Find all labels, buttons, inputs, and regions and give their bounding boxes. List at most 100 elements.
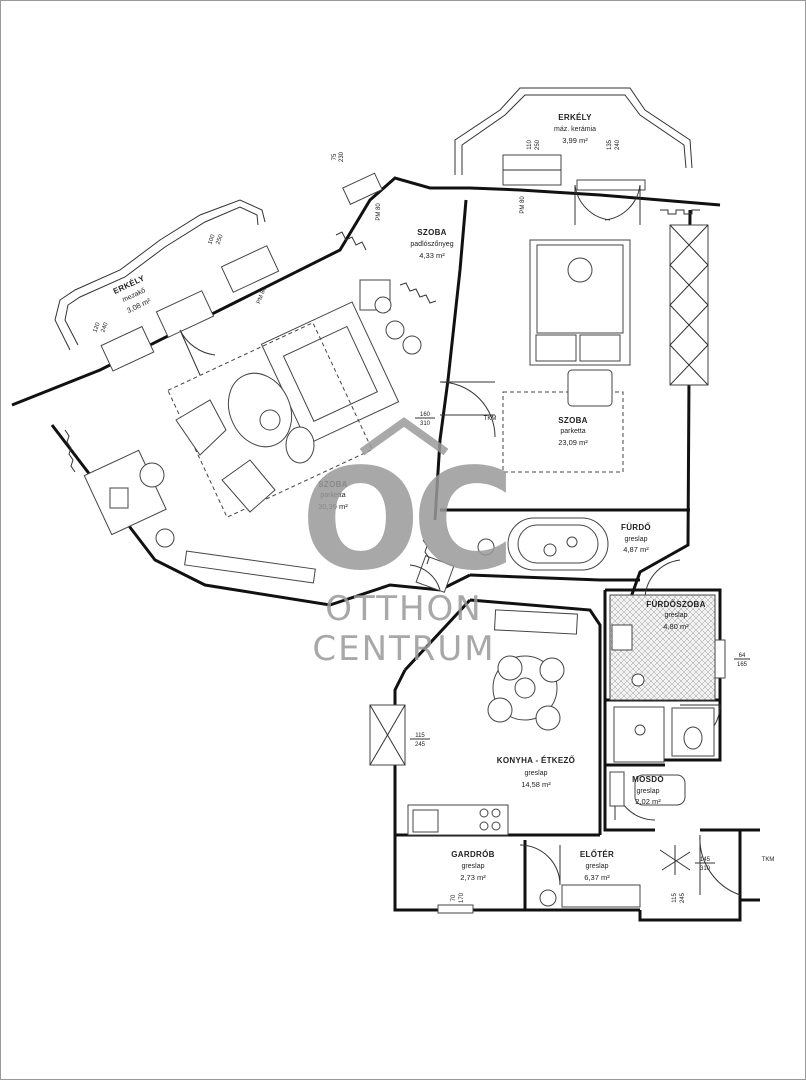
double-bed (529, 239, 631, 366)
tv-console (184, 550, 316, 584)
room-material: greslap (637, 788, 660, 795)
dim-label: 310 (420, 421, 431, 427)
watermark-line2: CENTRUM (312, 629, 495, 669)
room-eloter: ELŐTÉR greslap 6,37 m² (580, 850, 614, 882)
room-szoba-living: SZOBA parketta 30,39 m² (318, 480, 348, 511)
room-szoba-bed: SZOBA parketta 23,09 m² (558, 416, 588, 447)
room-area: 4,87 m² (623, 545, 649, 554)
dim-label: 75 (332, 153, 338, 160)
shower-drain (611, 624, 633, 651)
dim-label: 250 (535, 139, 541, 150)
ceiling-light (659, 845, 691, 875)
desk-chair (139, 462, 165, 488)
dim-label: PM 80 (520, 196, 526, 214)
room-area: 2,73 m² (460, 873, 486, 882)
dim-label: 165 (737, 662, 748, 668)
room-name: FÜRDŐ (621, 523, 651, 532)
room-area: 3,99 m² (562, 136, 588, 145)
room-material: greslap (665, 612, 688, 619)
room-area: 30,39 m² (318, 502, 348, 511)
room-name: SZOBA (417, 228, 447, 237)
desk-laptop (109, 487, 129, 509)
shower-head (634, 724, 646, 736)
bath-sink (631, 673, 645, 687)
watermark-logo: OC (301, 439, 507, 602)
dining-set (487, 655, 565, 731)
dim-label: 135 (607, 139, 613, 150)
balcony-left-outline (54, 199, 266, 351)
bedroom-wardrobe (669, 224, 709, 386)
dim-label: 240 (615, 139, 621, 150)
armchair-1 (175, 399, 227, 456)
dim-label: 120 (93, 321, 102, 333)
room-name: ERKÉLY (558, 113, 592, 122)
hall-plant (539, 889, 557, 907)
kitchen-counter-top (494, 609, 578, 635)
coffee-table-decor (259, 409, 281, 431)
mosdo-counter (609, 771, 625, 807)
dim-label: 70 (451, 894, 457, 901)
living-sofa (260, 301, 400, 445)
room-name: SZOBA (558, 416, 588, 425)
room-name: GARDRÓB (451, 850, 494, 859)
dim-label: 115 (415, 733, 425, 739)
dim-label: 64 (739, 653, 746, 659)
room-area: 23,09 m² (558, 438, 588, 447)
room-name: ELŐTÉR (580, 850, 614, 859)
dim-label: 145 (700, 857, 711, 863)
dim-label: 240 (101, 321, 110, 333)
room-name: SZOBA (318, 480, 348, 489)
room-mosdo: MOSDÓ greslap 2,02 m² (632, 775, 664, 806)
dim-label: 170 (459, 892, 465, 903)
room-konyha: KONYHA - ÉTKEZŐ greslap 14,58 m² (497, 756, 575, 789)
dim-label: 115 (672, 893, 678, 903)
bath-plant (477, 538, 495, 556)
watermark-line1: OTTHON (325, 589, 482, 629)
rug-living (167, 322, 373, 518)
dim-label: 160 (420, 412, 431, 418)
bedroom-bench (567, 369, 613, 407)
room-gardrob: GARDRÓB greslap 2,73 m² (451, 850, 494, 882)
room-material: parketta (320, 492, 345, 499)
bathtub (507, 517, 609, 571)
room-area: 4,33 m² (419, 251, 445, 260)
dim-label: 100 (208, 233, 217, 245)
room-material: padlószőnyeg (410, 241, 453, 248)
rug-bedroom (502, 391, 624, 473)
wc-bowl (683, 726, 703, 750)
radiators (64, 209, 700, 565)
dim-label: 245 (680, 892, 686, 903)
dim-label: 245 (415, 742, 426, 748)
dim-label: 110 (527, 140, 533, 150)
room-material: máz. kerámia (554, 126, 596, 133)
room-area: 4,80 m² (663, 622, 689, 631)
dim-label: 230 (339, 151, 345, 162)
dim-label: TKM (762, 857, 775, 863)
room-area: 2,02 m² (635, 797, 661, 806)
mosdo-basin (634, 774, 686, 806)
otthon-centrum-watermark: OC OTTHON CENTRUM (301, 417, 515, 669)
room-material: greslap (525, 770, 548, 777)
room-area: 14,58 m² (521, 780, 551, 789)
hall-bench (561, 884, 641, 908)
shelving (359, 279, 422, 355)
windows (100, 154, 726, 914)
room-szoba-small: SZOBA padlószőnyeg 4,33 m² (410, 228, 453, 260)
room-material: greslap (586, 863, 609, 870)
room-name: MOSDÓ (632, 775, 664, 784)
dim-label: PM 80 (256, 286, 268, 305)
dimension-labels: 110 250 135 240 75 230 PM 80 PM 80 100 2… (93, 139, 775, 903)
kitchen-counter (407, 804, 509, 836)
room-material: greslap (462, 863, 485, 870)
watermark-roof-icon (359, 417, 449, 456)
room-material: greslap (625, 536, 648, 543)
room-name: KONYHA - ÉTKEZŐ (497, 756, 575, 765)
armchair-2 (221, 459, 276, 513)
room-material: parketta (560, 428, 585, 435)
side-table (285, 426, 315, 464)
room-furdoszoba: FÜRDŐSZOBA greslap 4,80 m² (646, 600, 705, 631)
room-name: FÜRDŐSZOBA (646, 600, 705, 609)
dim-label: TKM (484, 416, 497, 422)
